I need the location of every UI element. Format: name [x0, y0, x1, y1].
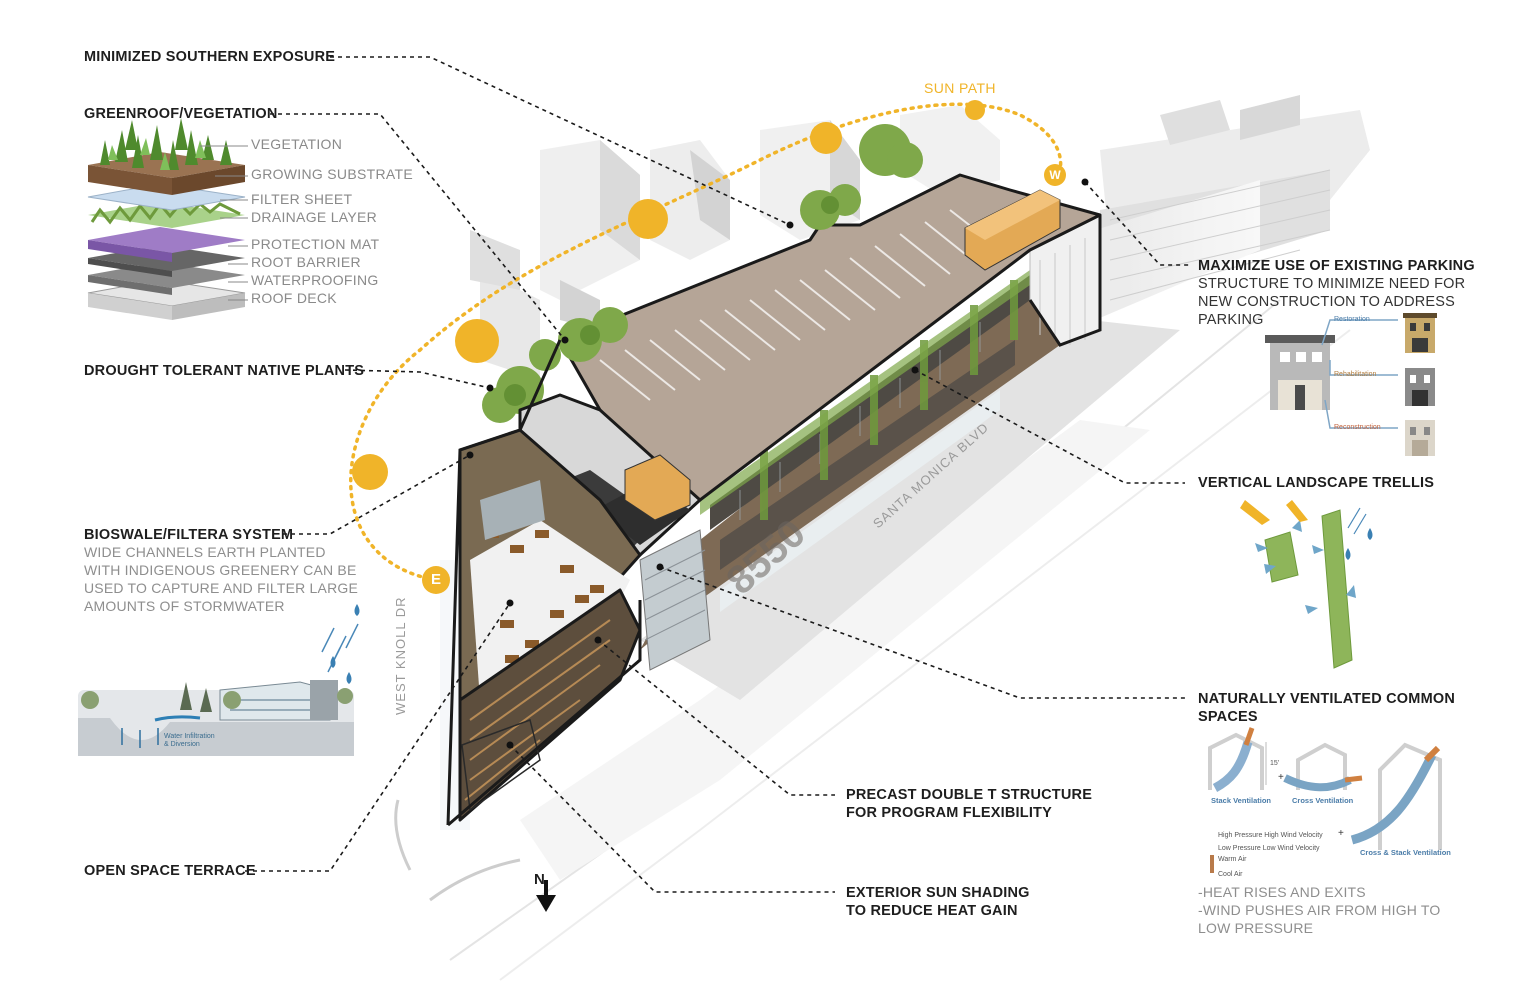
- layer-growing-substrate: GROWING SUBSTRATE: [251, 166, 413, 182]
- bioswale-section-graphic: [78, 604, 360, 756]
- main-building: [446, 124, 1180, 827]
- parking-rehabilitation: Rehabilitation: [1334, 371, 1377, 378]
- ventilation-graphic: ++: [1208, 727, 1442, 873]
- cross-ventilation-label: Cross Ventilation: [1292, 796, 1354, 805]
- legend-high-pressure: High Pressure High Wind Velocity: [1218, 832, 1323, 839]
- bioswale-desc-1: WIDE CHANNELS EARTH PLANTED: [84, 544, 326, 560]
- ventilation-note-1: -HEAT RISES AND EXITS: [1198, 884, 1366, 900]
- sun-east-marker: E: [422, 566, 450, 594]
- callout-precast-2: FOR PROGRAM FLEXIBILITY: [846, 805, 1052, 821]
- parking-restoration: Restoration: [1334, 316, 1370, 323]
- callout-bioswale-title: BIOSWALE/FILTERA SYSTEM: [84, 527, 294, 543]
- trellis-graphic: [1240, 500, 1373, 669]
- north-arrow-icon: [536, 880, 556, 912]
- callout-ventilated-2: SPACES: [1198, 709, 1258, 725]
- cross-stack-ventilation-label: Cross & Stack Ventilation: [1360, 848, 1451, 857]
- callout-parking-1: MAXIMIZE USE OF EXISTING PARKING: [1198, 258, 1475, 274]
- north-label: N: [534, 871, 546, 888]
- sun-path: [349, 100, 1063, 582]
- leader-lines: [245, 56, 1190, 893]
- bioswale-label-2: & Diversion: [164, 741, 200, 748]
- parking-diagram-graphic: [1265, 313, 1437, 456]
- layer-roof-deck: ROOF DECK: [251, 290, 337, 306]
- layer-vegetation: VEGETATION: [251, 136, 343, 152]
- legend-cool-air: Cool Air: [1218, 871, 1243, 878]
- parking-reconstruction: Reconstruction: [1334, 424, 1381, 431]
- svg-text:+: +: [1278, 772, 1284, 783]
- callout-parking-4: PARKING: [1198, 312, 1264, 328]
- bioswale-label-1: Water Infiltration: [164, 733, 215, 740]
- callout-shading-2: TO REDUCE HEAT GAIN: [846, 903, 1018, 919]
- sun-west-marker: W: [1044, 164, 1066, 186]
- layer-drainage: DRAINAGE LAYER: [251, 209, 378, 225]
- stack-ventilation-label: Stack Ventilation: [1211, 796, 1272, 805]
- callout-parking-2: STRUCTURE TO MINIMIZE NEED FOR: [1198, 276, 1466, 292]
- svg-text:+: +: [1338, 828, 1344, 839]
- layer-waterproofing: WATERPROOFING: [251, 272, 379, 288]
- callout-shading-1: EXTERIOR SUN SHADING: [846, 885, 1030, 901]
- legend-low-pressure: Low Pressure Low Wind Velocity: [1218, 845, 1320, 852]
- ventilation-dimension: 15': [1270, 760, 1280, 767]
- callout-parking-3: NEW CONSTRUCTION TO ADDRESS: [1198, 294, 1456, 310]
- street-west-knoll: WEST KNOLL DR: [393, 596, 408, 715]
- callout-ventilated-1: NATURALLY VENTILATED COMMON: [1198, 691, 1455, 707]
- bioswale-desc-4: AMOUNTS OF STORMWATER: [84, 598, 285, 614]
- callout-trellis: VERTICAL LANDSCAPE TRELLIS: [1198, 475, 1435, 491]
- callout-terrace: OPEN SPACE TERRACE: [84, 863, 256, 879]
- bioswale-desc-2: WITH INDIGENOUS GREENERY CAN BE: [84, 562, 357, 578]
- callout-southern-exposure: MINIMIZED SOUTHERN EXPOSURE: [84, 49, 336, 65]
- callout-precast-1: PRECAST DOUBLE T STRUCTURE: [846, 787, 1093, 803]
- ventilation-note-2: -WIND PUSHES AIR FROM HIGH TO: [1198, 902, 1441, 918]
- callout-greenroof: GREENROOF/VEGETATION: [84, 106, 278, 122]
- callout-drought-plants: DROUGHT TOLERANT NATIVE PLANTS: [84, 363, 365, 379]
- ventilation-note-3: LOW PRESSURE: [1198, 920, 1314, 936]
- layer-protection-mat: PROTECTION MAT: [251, 236, 380, 252]
- layer-root-barrier: ROOT BARRIER: [251, 254, 361, 270]
- bioswale-desc-3: USED TO CAPTURE AND FILTER LARGE: [84, 580, 359, 596]
- layer-filter-sheet: FILTER SHEET: [251, 191, 353, 207]
- legend-warm-air: Warm Air: [1218, 856, 1247, 863]
- sun-path-label: SUN PATH: [924, 80, 996, 96]
- greenroof-layers-graphic: [87, 118, 248, 320]
